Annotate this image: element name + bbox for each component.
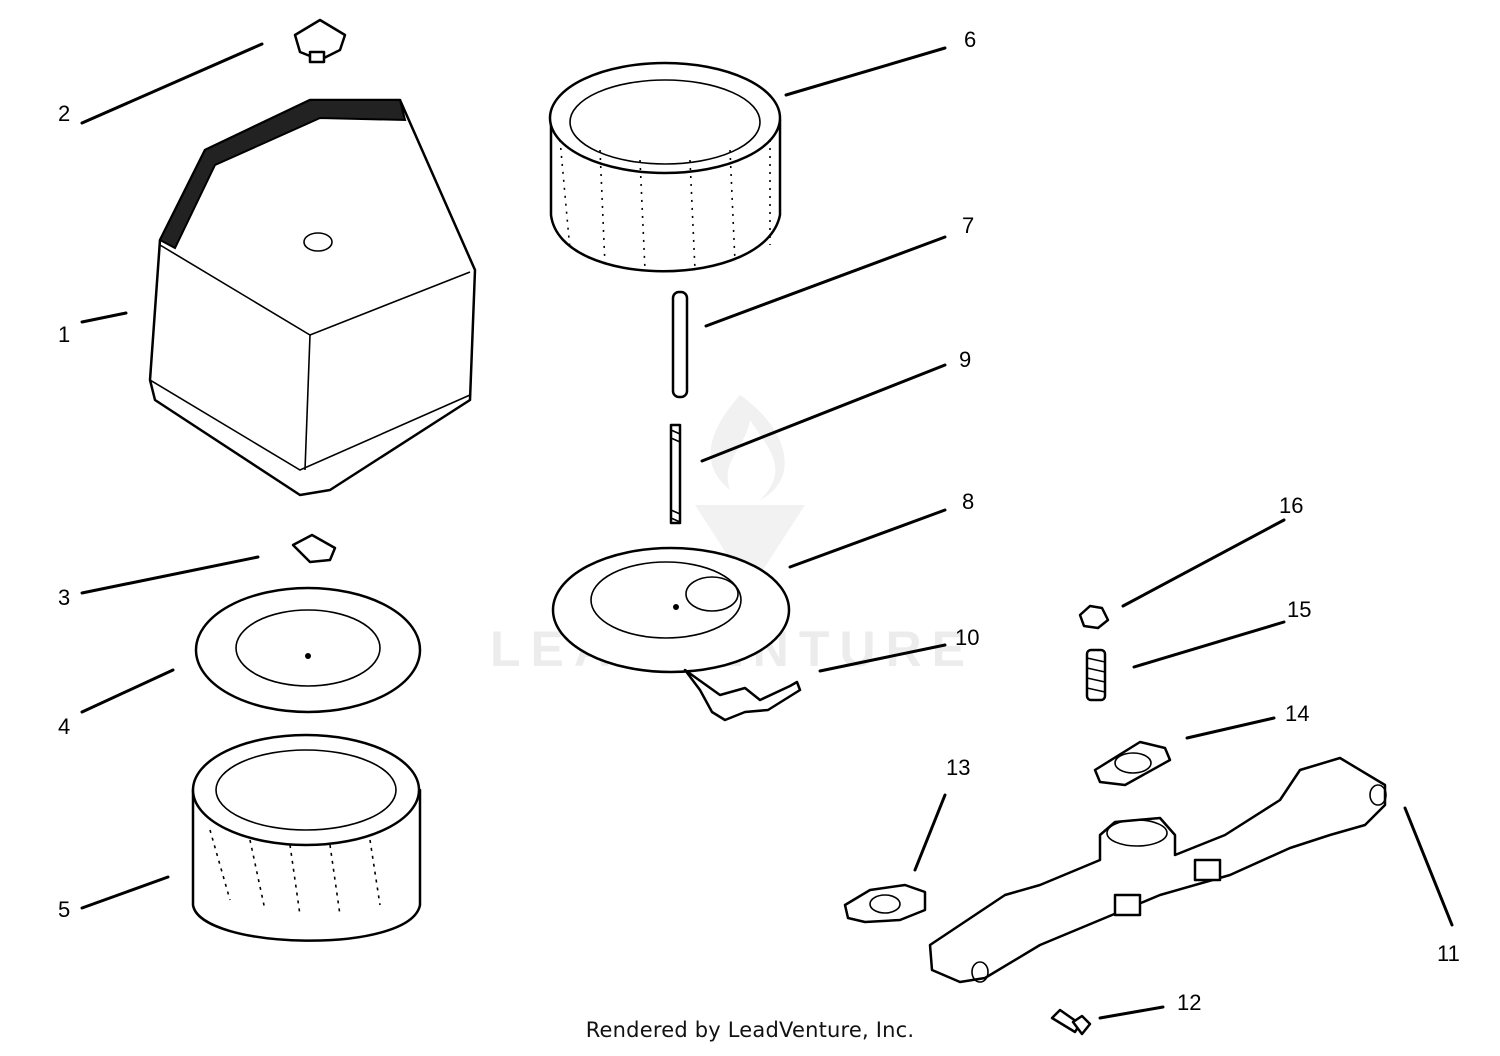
callout-7: 7 xyxy=(962,213,974,238)
callout-8: 8 xyxy=(962,489,974,514)
callout-4: 4 xyxy=(58,714,70,739)
part-15-stud[interactable] xyxy=(1085,648,1107,702)
part-8-base[interactable] xyxy=(551,546,791,674)
part-12-bolt[interactable] xyxy=(1050,1008,1092,1036)
part-13-gasket[interactable] xyxy=(843,883,927,924)
part-6-foam-precleaner[interactable] xyxy=(548,61,782,273)
callout-labels: 1 2 3 4 5 6 7 8 9 10 11 12 13 14 15 16 xyxy=(58,27,1460,1015)
part-9-stud[interactable] xyxy=(669,423,682,525)
callout-16: 16 xyxy=(1279,493,1303,518)
part-1-air-cleaner-cover[interactable] xyxy=(148,98,477,497)
part-3-wing-nut[interactable] xyxy=(291,533,337,564)
callout-12: 12 xyxy=(1177,990,1201,1015)
part-7-tube[interactable] xyxy=(671,290,689,399)
callout-9: 9 xyxy=(959,347,971,372)
callout-6: 6 xyxy=(964,27,976,52)
callout-10: 10 xyxy=(955,625,979,650)
callout-13: 13 xyxy=(946,755,970,780)
part-14-gasket[interactable] xyxy=(1093,740,1172,787)
callout-5: 5 xyxy=(58,897,70,922)
callout-1: 1 xyxy=(58,322,70,347)
callout-14: 14 xyxy=(1285,701,1309,726)
part-10-breather-tube[interactable] xyxy=(683,668,802,722)
part-4-cover-plate[interactable] xyxy=(194,586,422,714)
watermark-logo xyxy=(695,395,805,590)
footer-credit: Rendered by LeadVenture, Inc. xyxy=(585,1018,915,1042)
callout-2: 2 xyxy=(58,101,70,126)
callout-15: 15 xyxy=(1287,597,1311,622)
part-11-intake-manifold[interactable] xyxy=(928,756,1387,984)
callout-3: 3 xyxy=(58,585,70,610)
callout-11: 11 xyxy=(1437,941,1460,966)
part-16-nut[interactable] xyxy=(1078,604,1110,630)
leader-lines xyxy=(80,42,1454,1020)
part-2-knob[interactable] xyxy=(293,18,347,64)
part-5-paper-element[interactable] xyxy=(191,733,422,942)
